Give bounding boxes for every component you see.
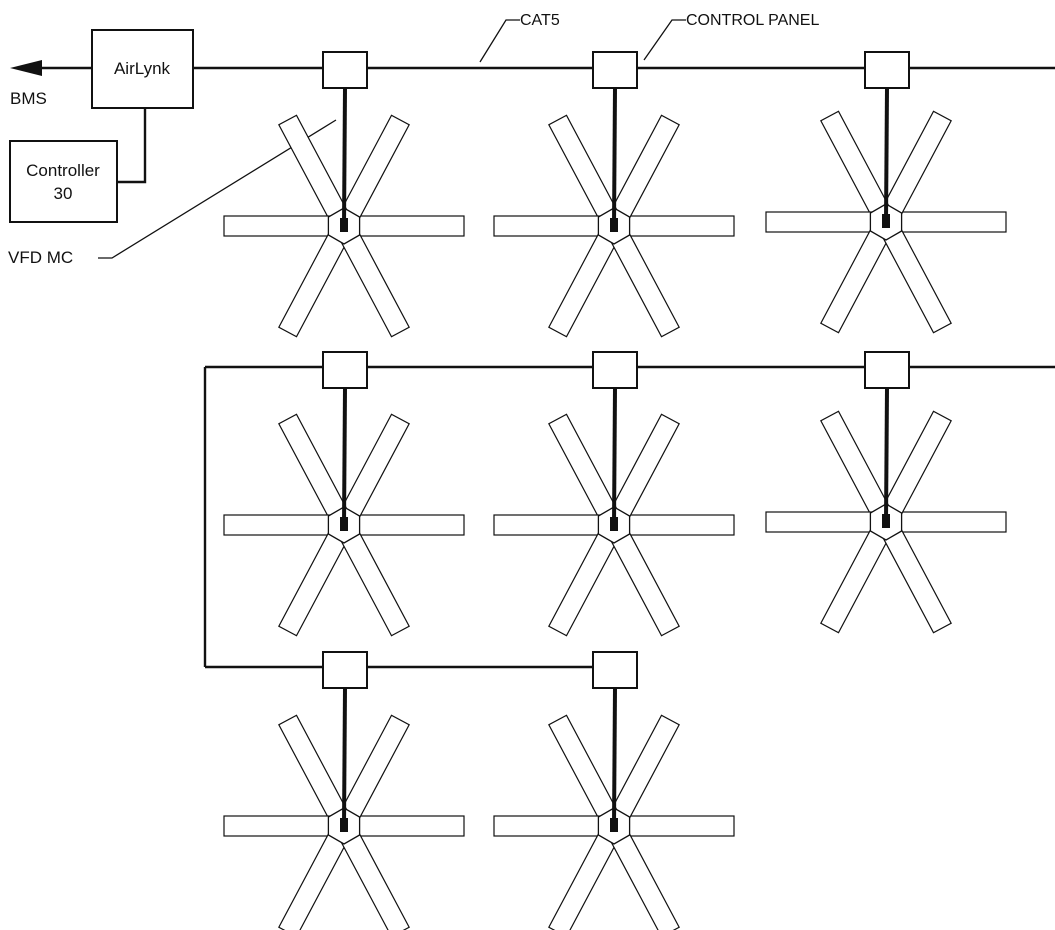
fan-blade xyxy=(343,815,465,837)
control-panel-label: CONTROL PANEL xyxy=(686,12,819,29)
controller-link xyxy=(117,108,147,184)
control-panel-box xyxy=(864,51,910,89)
controller-label-line2: 30 xyxy=(54,184,73,203)
vfd-mc-leader xyxy=(98,119,337,259)
fan-blade xyxy=(493,215,615,237)
fan-blade xyxy=(493,514,615,536)
fan-motor xyxy=(610,818,618,832)
control-panel-leader xyxy=(643,19,686,61)
fan-motor xyxy=(610,218,618,232)
fan-downrod xyxy=(612,387,617,526)
fan-motor xyxy=(340,818,348,832)
fan-blade xyxy=(885,211,1007,233)
control-panel-box xyxy=(322,51,368,89)
fan-blade xyxy=(493,815,615,837)
controller-module: Controller 30 xyxy=(9,140,118,223)
fan-blade xyxy=(885,511,1007,533)
fan-motor xyxy=(340,218,348,232)
airlynk-label: AirLynk xyxy=(114,59,171,78)
fans-group xyxy=(223,51,1007,930)
fan-motor xyxy=(882,514,890,528)
fan-blade xyxy=(223,215,345,237)
cat5-leader xyxy=(479,19,520,63)
fan-motor xyxy=(882,214,890,228)
fan-downrod xyxy=(342,687,347,827)
fan-blade xyxy=(613,514,735,536)
fan-unit xyxy=(493,651,735,930)
vfd-mc-label: VFD MC xyxy=(8,248,73,267)
control-panel-box xyxy=(592,351,638,389)
fan-blade xyxy=(223,815,345,837)
fan-downrod xyxy=(612,87,617,227)
fan-motor xyxy=(340,517,348,531)
control-panel-box xyxy=(322,651,368,689)
fan-unit xyxy=(223,651,465,930)
fan-unit xyxy=(493,51,735,338)
bms-arrow-icon xyxy=(10,60,42,76)
fan-blade xyxy=(613,215,735,237)
fan-blade xyxy=(223,514,345,536)
controller-label-line1: Controller xyxy=(26,161,100,180)
fan-blade xyxy=(765,511,887,533)
fan-blade xyxy=(343,514,465,536)
fan-downrod xyxy=(884,387,889,523)
bms-label: BMS xyxy=(10,89,47,108)
fan-unit xyxy=(223,51,465,338)
fan-unit xyxy=(223,351,465,637)
control-panel-box xyxy=(864,351,910,389)
fan-unit xyxy=(493,351,735,637)
fan-blade xyxy=(343,215,465,237)
control-panel-box xyxy=(592,51,638,89)
fan-blade xyxy=(613,815,735,837)
fan-downrod xyxy=(342,87,347,227)
fan-blade xyxy=(765,211,887,233)
airlynk-module: AirLynk xyxy=(91,29,194,109)
fan-unit xyxy=(765,351,1007,634)
cat5-label: CAT5 xyxy=(520,12,560,29)
fan-unit xyxy=(765,51,1007,334)
fan-downrod xyxy=(612,687,617,827)
fan-downrod xyxy=(342,387,347,526)
control-panel-box xyxy=(592,651,638,689)
fan-downrod xyxy=(884,87,889,223)
control-panel-box xyxy=(322,351,368,389)
fan-motor xyxy=(610,517,618,531)
